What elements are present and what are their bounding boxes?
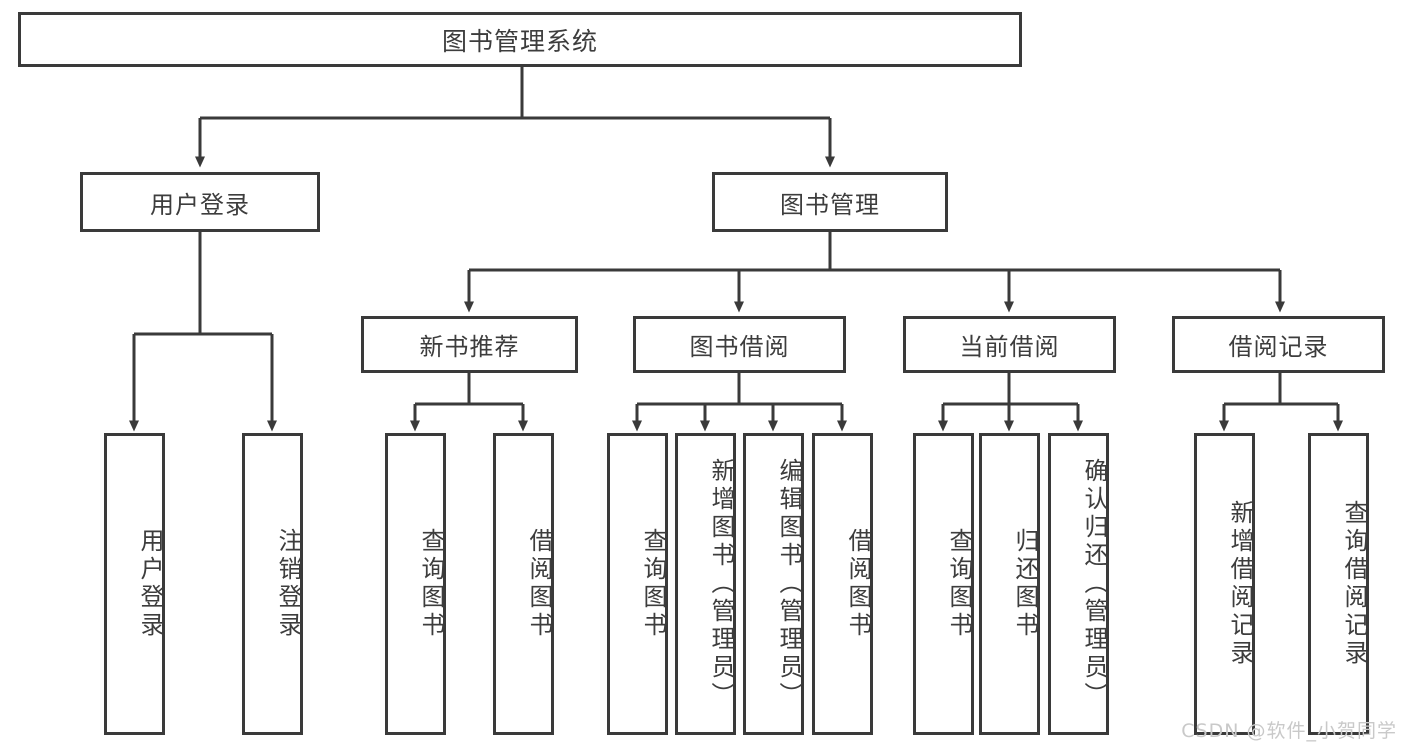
node-book-management[interactable]: 图书管理 (712, 172, 948, 232)
node-user-login[interactable]: 用户登录 (80, 172, 320, 232)
node-book-borrow[interactable]: 图书借阅 (633, 316, 846, 373)
leaf-borrow-edit-book-admin[interactable]: 编辑图书（管理员） (743, 433, 804, 735)
node-new-book-recommend[interactable]: 新书推荐 (361, 316, 578, 373)
leaf-user-login-login[interactable]: 用户登录 (104, 433, 165, 735)
leaf-borrow-add-book-admin[interactable]: 新增图书（管理员） (675, 433, 736, 735)
watermark: CSDN @软件_小贺同学 (1181, 720, 1397, 742)
leaf-recommend-borrow-book[interactable]: 借阅图书 (493, 433, 554, 735)
leaf-record-query-record[interactable]: 查询借阅记录 (1308, 433, 1369, 735)
leaf-record-add-record[interactable]: 新增借阅记录 (1194, 433, 1255, 735)
leaf-borrow-borrow-book[interactable]: 借阅图书 (812, 433, 873, 735)
leaf-user-login-logout[interactable]: 注销登录 (242, 433, 303, 735)
leaf-borrow-query-book[interactable]: 查询图书 (607, 433, 668, 735)
leaf-recommend-query-book[interactable]: 查询图书 (385, 433, 446, 735)
leaf-current-query-book[interactable]: 查询图书 (913, 433, 974, 735)
node-current-borrow[interactable]: 当前借阅 (903, 316, 1116, 373)
node-borrow-record[interactable]: 借阅记录 (1172, 316, 1385, 373)
node-root-library-system[interactable]: 图书管理系统 (18, 12, 1022, 67)
leaf-current-confirm-return-admin[interactable]: 确认归还（管理员） (1048, 433, 1109, 735)
leaf-current-return-book[interactable]: 归还图书 (979, 433, 1040, 735)
